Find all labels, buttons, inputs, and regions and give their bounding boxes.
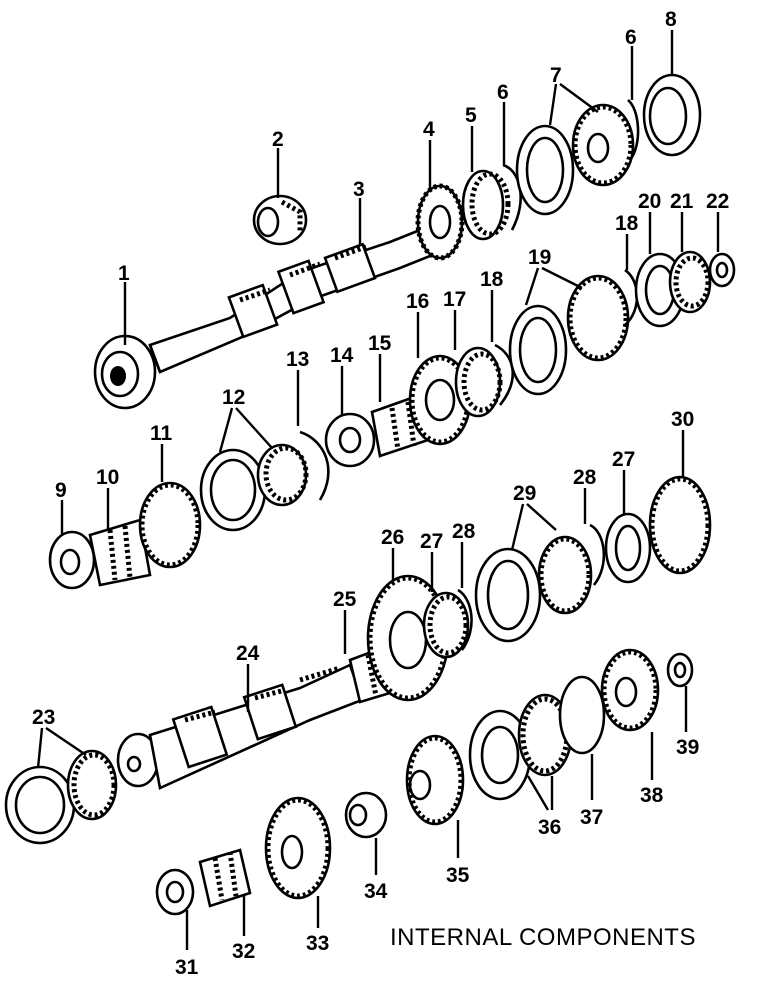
callout-17: 17	[443, 288, 466, 311]
diagram-caption: INTERNAL COMPONENTS	[390, 924, 696, 951]
part-1-bearing	[93, 334, 157, 410]
part-5-ring	[461, 169, 511, 241]
counter-row-assembly	[48, 250, 736, 590]
callout-20: 20	[638, 190, 661, 213]
part-14-washer	[324, 412, 376, 468]
callout-25: 25	[333, 588, 357, 611]
callout-5: 5	[465, 104, 477, 127]
part-11-gear	[138, 481, 202, 569]
callout-labels: 1 2 3 4 5 6 6 7 8 9 10 11 12 13 14 15 16…	[32, 8, 729, 979]
part-3-main-shaft	[148, 220, 452, 374]
callout-33: 33	[306, 932, 329, 955]
callout-4: 4	[423, 118, 435, 141]
part-17-ring	[454, 346, 503, 418]
part-9-collar	[48, 530, 96, 590]
part-33-gear	[264, 796, 332, 900]
callout-28-b: 28	[573, 466, 597, 489]
callout-32: 32	[232, 940, 255, 963]
part-28-snap-ring	[457, 588, 473, 651]
part-39-plug	[666, 652, 694, 688]
callout-30: 30	[671, 408, 694, 431]
callout-18: 18	[480, 268, 504, 291]
callout-38: 38	[640, 784, 664, 807]
part-21-ring	[668, 250, 712, 314]
callout-34: 34	[364, 880, 388, 903]
main-shaft-assembly	[93, 73, 702, 410]
callout-13: 13	[286, 348, 309, 371]
callout-11: 11	[150, 422, 173, 445]
callout-29: 29	[513, 482, 536, 505]
callout-10: 10	[96, 466, 119, 489]
part-29-synchro-assembly	[474, 535, 593, 643]
callout-37: 37	[580, 806, 603, 829]
part-35-gear	[405, 734, 465, 826]
callout-24: 24	[236, 642, 260, 665]
callout-2: 2	[272, 128, 284, 151]
part-7-synchro-assembly	[515, 103, 635, 216]
part-24-counter-shaft	[116, 663, 364, 790]
part-38-gear	[600, 648, 660, 732]
callout-39: 39	[676, 736, 699, 759]
reverse-gear-assembly	[155, 648, 694, 916]
callout-19: 19	[528, 246, 551, 269]
callout-22: 22	[706, 190, 729, 213]
part-10-needle-bearing	[88, 518, 152, 587]
part-30-gear	[648, 475, 712, 575]
part-31-collar	[155, 868, 195, 916]
part-23-bearing-set	[4, 749, 118, 845]
callout-6-b: 6	[625, 26, 637, 49]
part-37-ring	[558, 675, 606, 755]
part-2-needle-bearing	[252, 194, 308, 246]
part-19-synchro-assembly	[508, 274, 630, 396]
callout-36: 36	[538, 816, 561, 839]
callout-3: 3	[353, 178, 365, 201]
counter-shaft-assembly	[4, 475, 712, 845]
callout-28: 28	[452, 520, 476, 543]
callout-14: 14	[330, 344, 354, 367]
part-12-bearing-set	[199, 443, 309, 532]
callout-1: 1	[118, 262, 130, 285]
callout-15: 15	[368, 332, 392, 355]
part-4-gear	[415, 183, 465, 261]
callout-18-b: 18	[615, 212, 639, 235]
callout-12: 12	[222, 386, 245, 409]
callout-8: 8	[665, 8, 677, 31]
part-13-snap-ring	[299, 430, 330, 501]
callout-23: 23	[32, 706, 55, 729]
callout-27-b: 27	[612, 448, 635, 471]
part-27-ring	[422, 591, 470, 659]
callout-26: 26	[381, 526, 404, 549]
callout-9: 9	[55, 479, 67, 502]
callout-16: 16	[406, 290, 429, 313]
callout-27: 27	[420, 530, 443, 553]
part-8-ring	[642, 73, 702, 157]
callout-31: 31	[175, 956, 199, 979]
callout-21: 21	[670, 190, 694, 213]
part-28-snap-ring-b	[589, 523, 606, 586]
part-27-ring-b	[604, 512, 652, 584]
callout-6: 6	[497, 81, 509, 104]
part-36-bearing-set	[468, 693, 573, 801]
callout-35: 35	[446, 864, 470, 887]
part-22-nut	[708, 252, 736, 288]
leader-lines	[36, 30, 720, 950]
part-34-bushing	[344, 791, 388, 839]
callout-7: 7	[550, 64, 562, 87]
part-32-needle-bearing	[198, 848, 252, 908]
